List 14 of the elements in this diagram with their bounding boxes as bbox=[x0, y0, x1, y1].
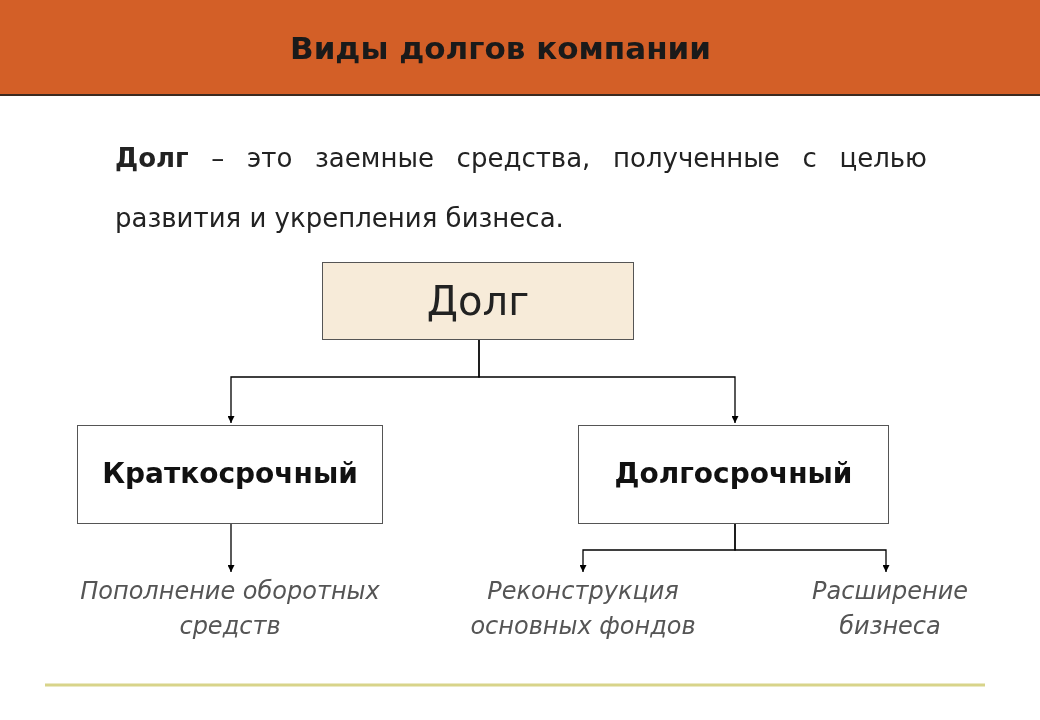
root-label: Долг bbox=[426, 277, 530, 326]
arrow bbox=[478, 339, 739, 424]
category-box bbox=[578, 425, 889, 524]
outcome-text: Реконструкция основных фондов bbox=[469, 576, 697, 642]
category-label: Краткосрочный bbox=[102, 456, 358, 493]
title: Виды долгов компании bbox=[290, 30, 712, 66]
root-box bbox=[322, 262, 634, 340]
outcome-text: Пополнение оборотных средств bbox=[80, 576, 380, 642]
arrow bbox=[227, 523, 235, 573]
category-box bbox=[77, 425, 383, 524]
arrow bbox=[734, 523, 890, 573]
definition-text: Долг – это заемные средства, полученные с целью развития и укрепления бизнеса. bbox=[115, 142, 927, 235]
outcome-text: Расширение бизнеса bbox=[811, 576, 969, 642]
category-label: Долгосрочный bbox=[614, 456, 853, 493]
